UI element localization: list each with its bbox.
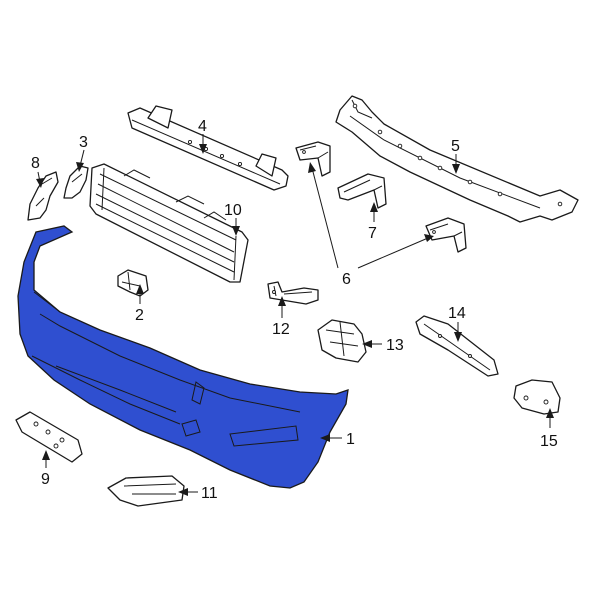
callout-15: 15 [540,433,558,450]
part-15-plate [513,379,561,415]
callout-12: 12 [272,321,290,338]
part-5-reinforcement [335,95,579,223]
part-13-absorber [317,319,367,363]
callout-1: 1 [346,431,355,448]
part-14-strip [415,315,499,377]
part-12-bracket [267,281,319,305]
part-9-license-bracket [15,411,83,463]
callout-7: 7 [368,225,377,242]
callout-labels: 1 2 3 4 5 6 7 8 9 10 11 12 13 14 15 [31,118,558,502]
callout-3: 3 [79,134,88,151]
part-6-brackets [295,141,467,253]
callout-14: 14 [448,305,466,322]
callout-10: 10 [224,202,242,219]
part-8-side-bracket [27,171,59,221]
callout-6: 6 [342,271,351,288]
bumper-cover-shape [17,225,349,489]
part-11-lamp-trim [107,475,185,507]
callout-13: 13 [386,337,404,354]
leaders [36,134,554,496]
callout-5: 5 [451,138,460,155]
part-3-side-clip [63,165,89,199]
part-7-bracket [337,173,387,209]
part-2-clip [117,269,149,297]
part-10-grille [89,163,249,283]
part-4-impact-bar [127,105,289,191]
callout-2: 2 [135,307,144,324]
callout-9: 9 [41,471,50,488]
callout-8: 8 [31,155,40,172]
callout-4: 4 [198,118,207,135]
callout-11: 11 [201,485,218,502]
part-1-bumper-cover [17,225,349,489]
